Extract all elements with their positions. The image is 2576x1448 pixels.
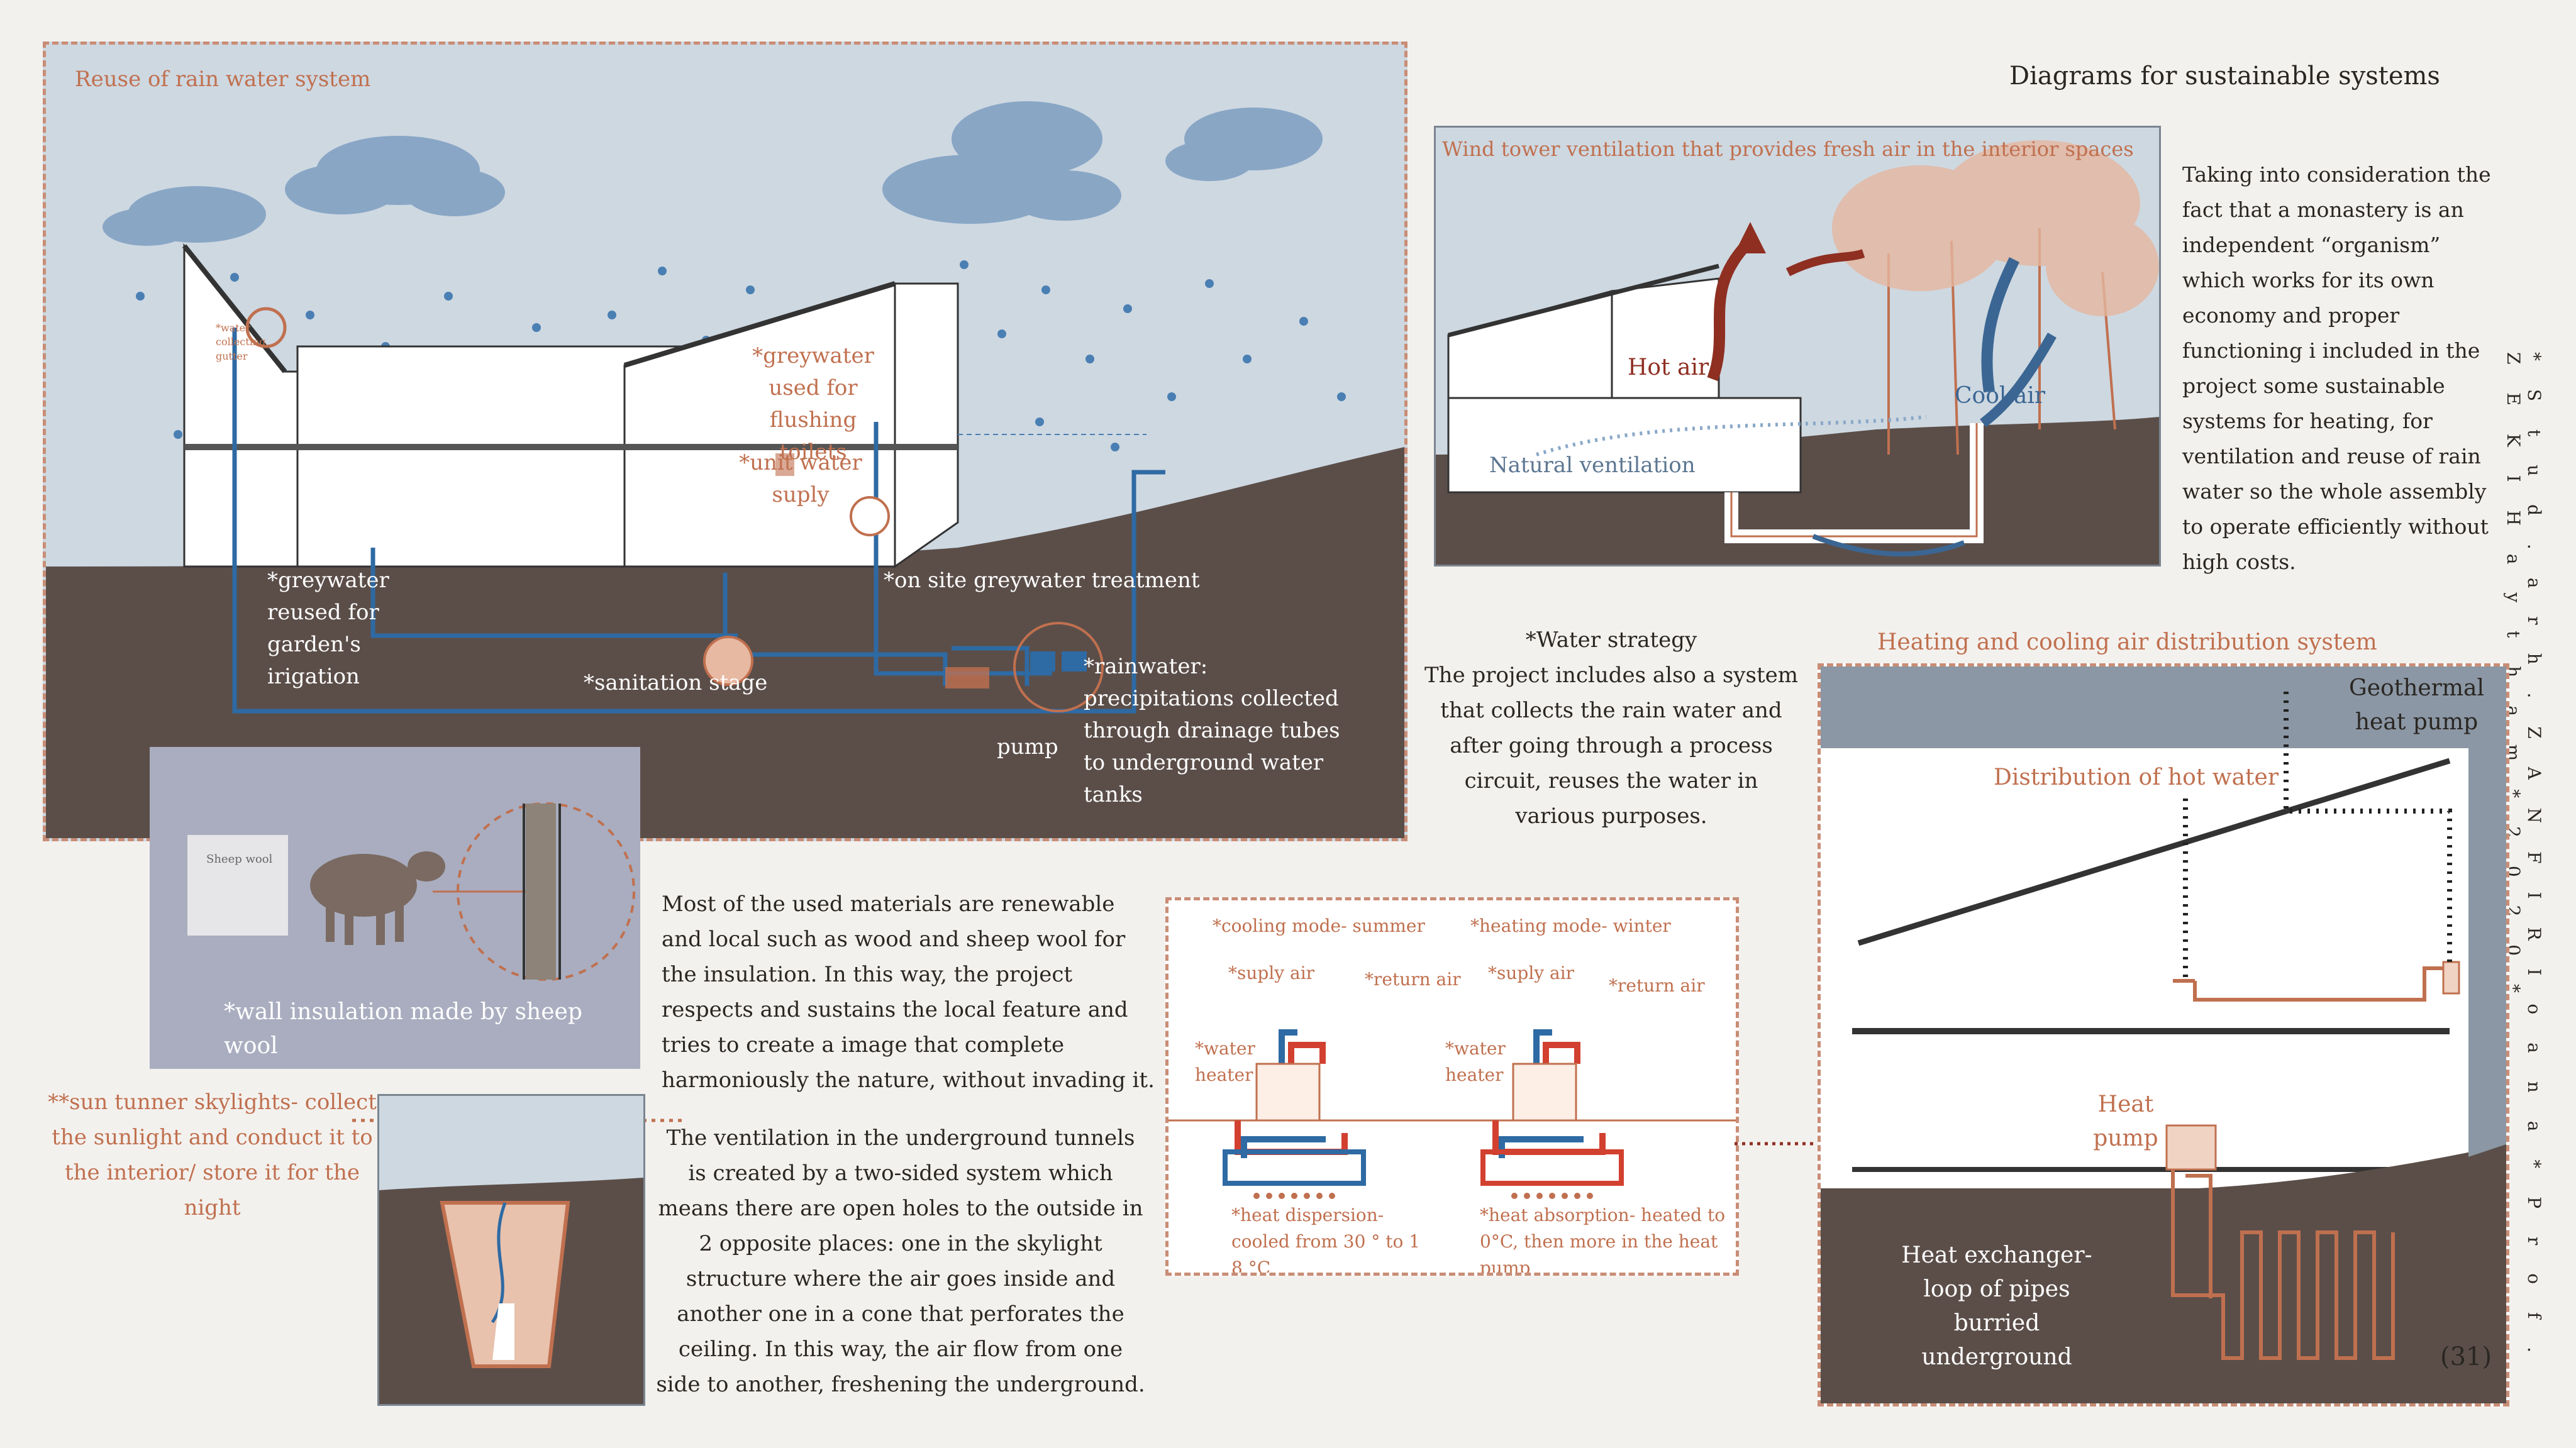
cloud-icon [103,101,1323,246]
wool-diagram [187,802,635,981]
heat-pump-label: Heat pump [2093,1092,2158,1151]
wool-caption: *wall insulation made by sheep wool [224,999,582,1059]
heating-diagram [1821,666,2506,1403]
skylight-panel [377,1094,645,1406]
ventilation-text: The ventilation in the underground tunne… [656,1125,1145,1397]
water-strategy-title: *Water strategy [1525,627,1697,653]
sheep-icon [310,851,445,945]
hvac-connector [1735,1142,1819,1146]
return-air-label-winter: *return air [1609,975,1705,996]
wind-tower-diagram [1436,140,2159,565]
cooling-mode-label: *cooling mode- summer [1213,915,1425,936]
heating-panel-title: Heating and cooling air distribution sys… [1877,629,2377,655]
distribution-label: Distribution of hot water [1994,765,2279,790]
page-number: (31) [2440,1342,2492,1371]
pump-label: pump [997,734,1058,760]
water-heater-label-winter: *water heater [1445,1038,1506,1085]
product-label: Sheep wool [206,853,273,866]
page-title: Diagrams for sustainable systems [2009,62,2440,91]
wind-panel-title: Wind tower ventilation that provides fre… [1442,137,2134,161]
hvac-diagram [1169,1029,1736,1199]
cool-air-label: Cool air [1955,383,2046,409]
rain-water-panel: Reuse of rain water system *water collec… [43,41,1407,841]
greywater-garden-label: *greywater reused for garden's irigation [267,568,389,689]
rainwater-label: *rainwater: precipitations collected thr… [1084,654,1340,807]
natural-ventilation-label: Natural ventilation [1489,453,1696,478]
heating-panel: Geothermal heat pump Distribution of hot… [1818,663,2509,1407]
greywater-toilets-label: *greywater used for flushing toilets [752,343,874,465]
sanitation-label: *sanitation stage [584,670,768,695]
wool-panel: Sheep wool *wall insulation made by shee… [150,747,640,1069]
water-heater-label-summer: *water heater [1195,1038,1255,1085]
heating-mode-label: *heating mode- winter [1470,915,1671,936]
wind-tower-panel: Wind tower ventilation that provides fre… [1434,126,2161,566]
skylight-note: **sun tunner skylights- collect the sunl… [48,1090,377,1220]
geothermal-label: Geothermal heat pump [2348,675,2484,735]
unit-water-label: *unit water suply [739,450,862,507]
water-strategy: *Water strategy The project includes als… [1423,622,1800,834]
heating-note: *heat absorption- heated to 0°C, then mo… [1480,1205,1726,1276]
intro-text: Taking into consideration the fact that … [2182,162,2491,574]
cooling-note: *heat dispersion- cooled from 30 ° to 1 … [1231,1205,1421,1276]
suply-air-label-winter: *suply air [1488,963,1575,983]
hvac-modes-panel: *cooling mode- summer *heating mode- win… [1165,897,1739,1276]
onsite-treatment-label: *on site greywater treatment [884,568,1200,593]
exchanger-label: Heat exchanger- loop of pipes burried un… [1901,1242,2092,1370]
water-strategy-text: The project includes also a system that … [1424,663,1798,829]
skylight-diagram [379,1178,643,1404]
suply-air-label-summer: *suply air [1228,963,1315,983]
return-air-label-summer: *return air [1365,969,1461,990]
rain-panel-title: Reuse of rain water system [75,67,371,92]
gutter-label: *water collecting gutter [216,322,266,362]
hot-air-label: Hot air [1628,355,1709,380]
materials-text: Most of the used materials are renewable… [662,892,1155,1093]
rain-water-diagram [46,101,1404,838]
